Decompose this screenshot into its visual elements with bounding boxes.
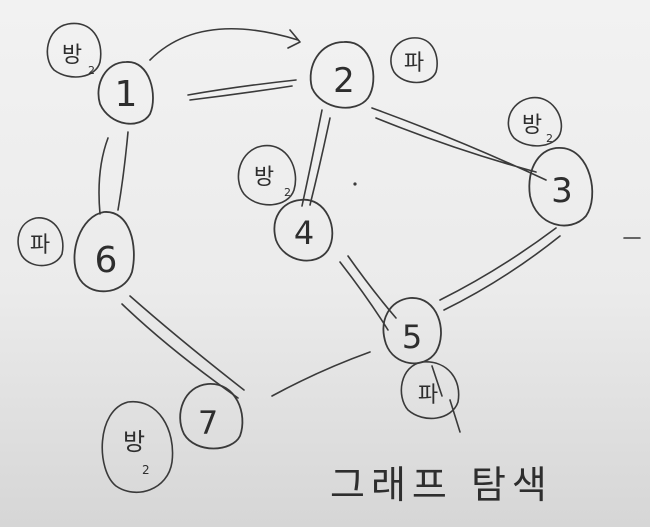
stray-dot [353, 182, 357, 186]
node-3: 3 [528, 147, 594, 227]
node-tags: 방 2 파 방 2 방 2 파 파 방 2 [17, 22, 563, 494]
edge-7-5 [271, 351, 371, 397]
edge-2-4 [301, 109, 331, 207]
node-5: 5 [382, 297, 442, 365]
tag-3-main: 방 [522, 113, 542, 138]
tag-3-sub: 2 [546, 132, 553, 145]
tag-1-main: 방 [62, 43, 82, 68]
tag-node-7: 방 2 [101, 401, 174, 494]
tag-7-sub: 2 [142, 463, 150, 477]
node-4: 4 [273, 198, 334, 262]
node-1-label: 1 [115, 74, 138, 115]
tag-2-main: 파 [404, 51, 424, 76]
node-3-label: 3 [551, 171, 573, 211]
tag-4-sub: 2 [284, 186, 291, 199]
arrow-1-to-2 [149, 27, 301, 61]
tag-5-main: 파 [418, 383, 438, 408]
edge-5-bottom [431, 365, 461, 433]
edge-2-3 [371, 107, 547, 181]
node-7-label: 7 [198, 404, 218, 442]
diagram-caption: 그래프 탐색 [330, 463, 553, 507]
tag-1-sub: 2 [88, 64, 95, 77]
edge-4-5 [339, 255, 397, 331]
edge-6-7 [121, 295, 245, 399]
edge-1-2 [187, 79, 297, 101]
tag-node-1: 방 2 [46, 22, 102, 78]
edge-3-5 [439, 227, 561, 311]
edge-1-6 [98, 131, 129, 215]
node-6: 6 [73, 211, 135, 293]
tag-4-main: 방 [254, 165, 274, 190]
node-5-label: 5 [402, 318, 422, 356]
tag-node-6: 파 [17, 217, 64, 267]
graph-edges [98, 27, 641, 433]
node-2-label: 2 [333, 61, 355, 101]
node-2: 2 [309, 41, 375, 109]
node-1: 1 [97, 61, 154, 125]
tag-node-3: 방 2 [507, 96, 563, 147]
tag-node-5: 파 [400, 361, 460, 420]
tag-7-main: 방 [123, 428, 145, 456]
graph-nodes: 1 2 3 4 5 6 7 [73, 41, 594, 450]
node-7: 7 [179, 383, 244, 450]
tag-node-4: 방 2 [237, 144, 297, 206]
node-6-label: 6 [95, 240, 118, 281]
tag-node-2: 파 [390, 37, 438, 84]
tag-6-main: 파 [30, 233, 50, 258]
node-4-label: 4 [294, 214, 314, 252]
